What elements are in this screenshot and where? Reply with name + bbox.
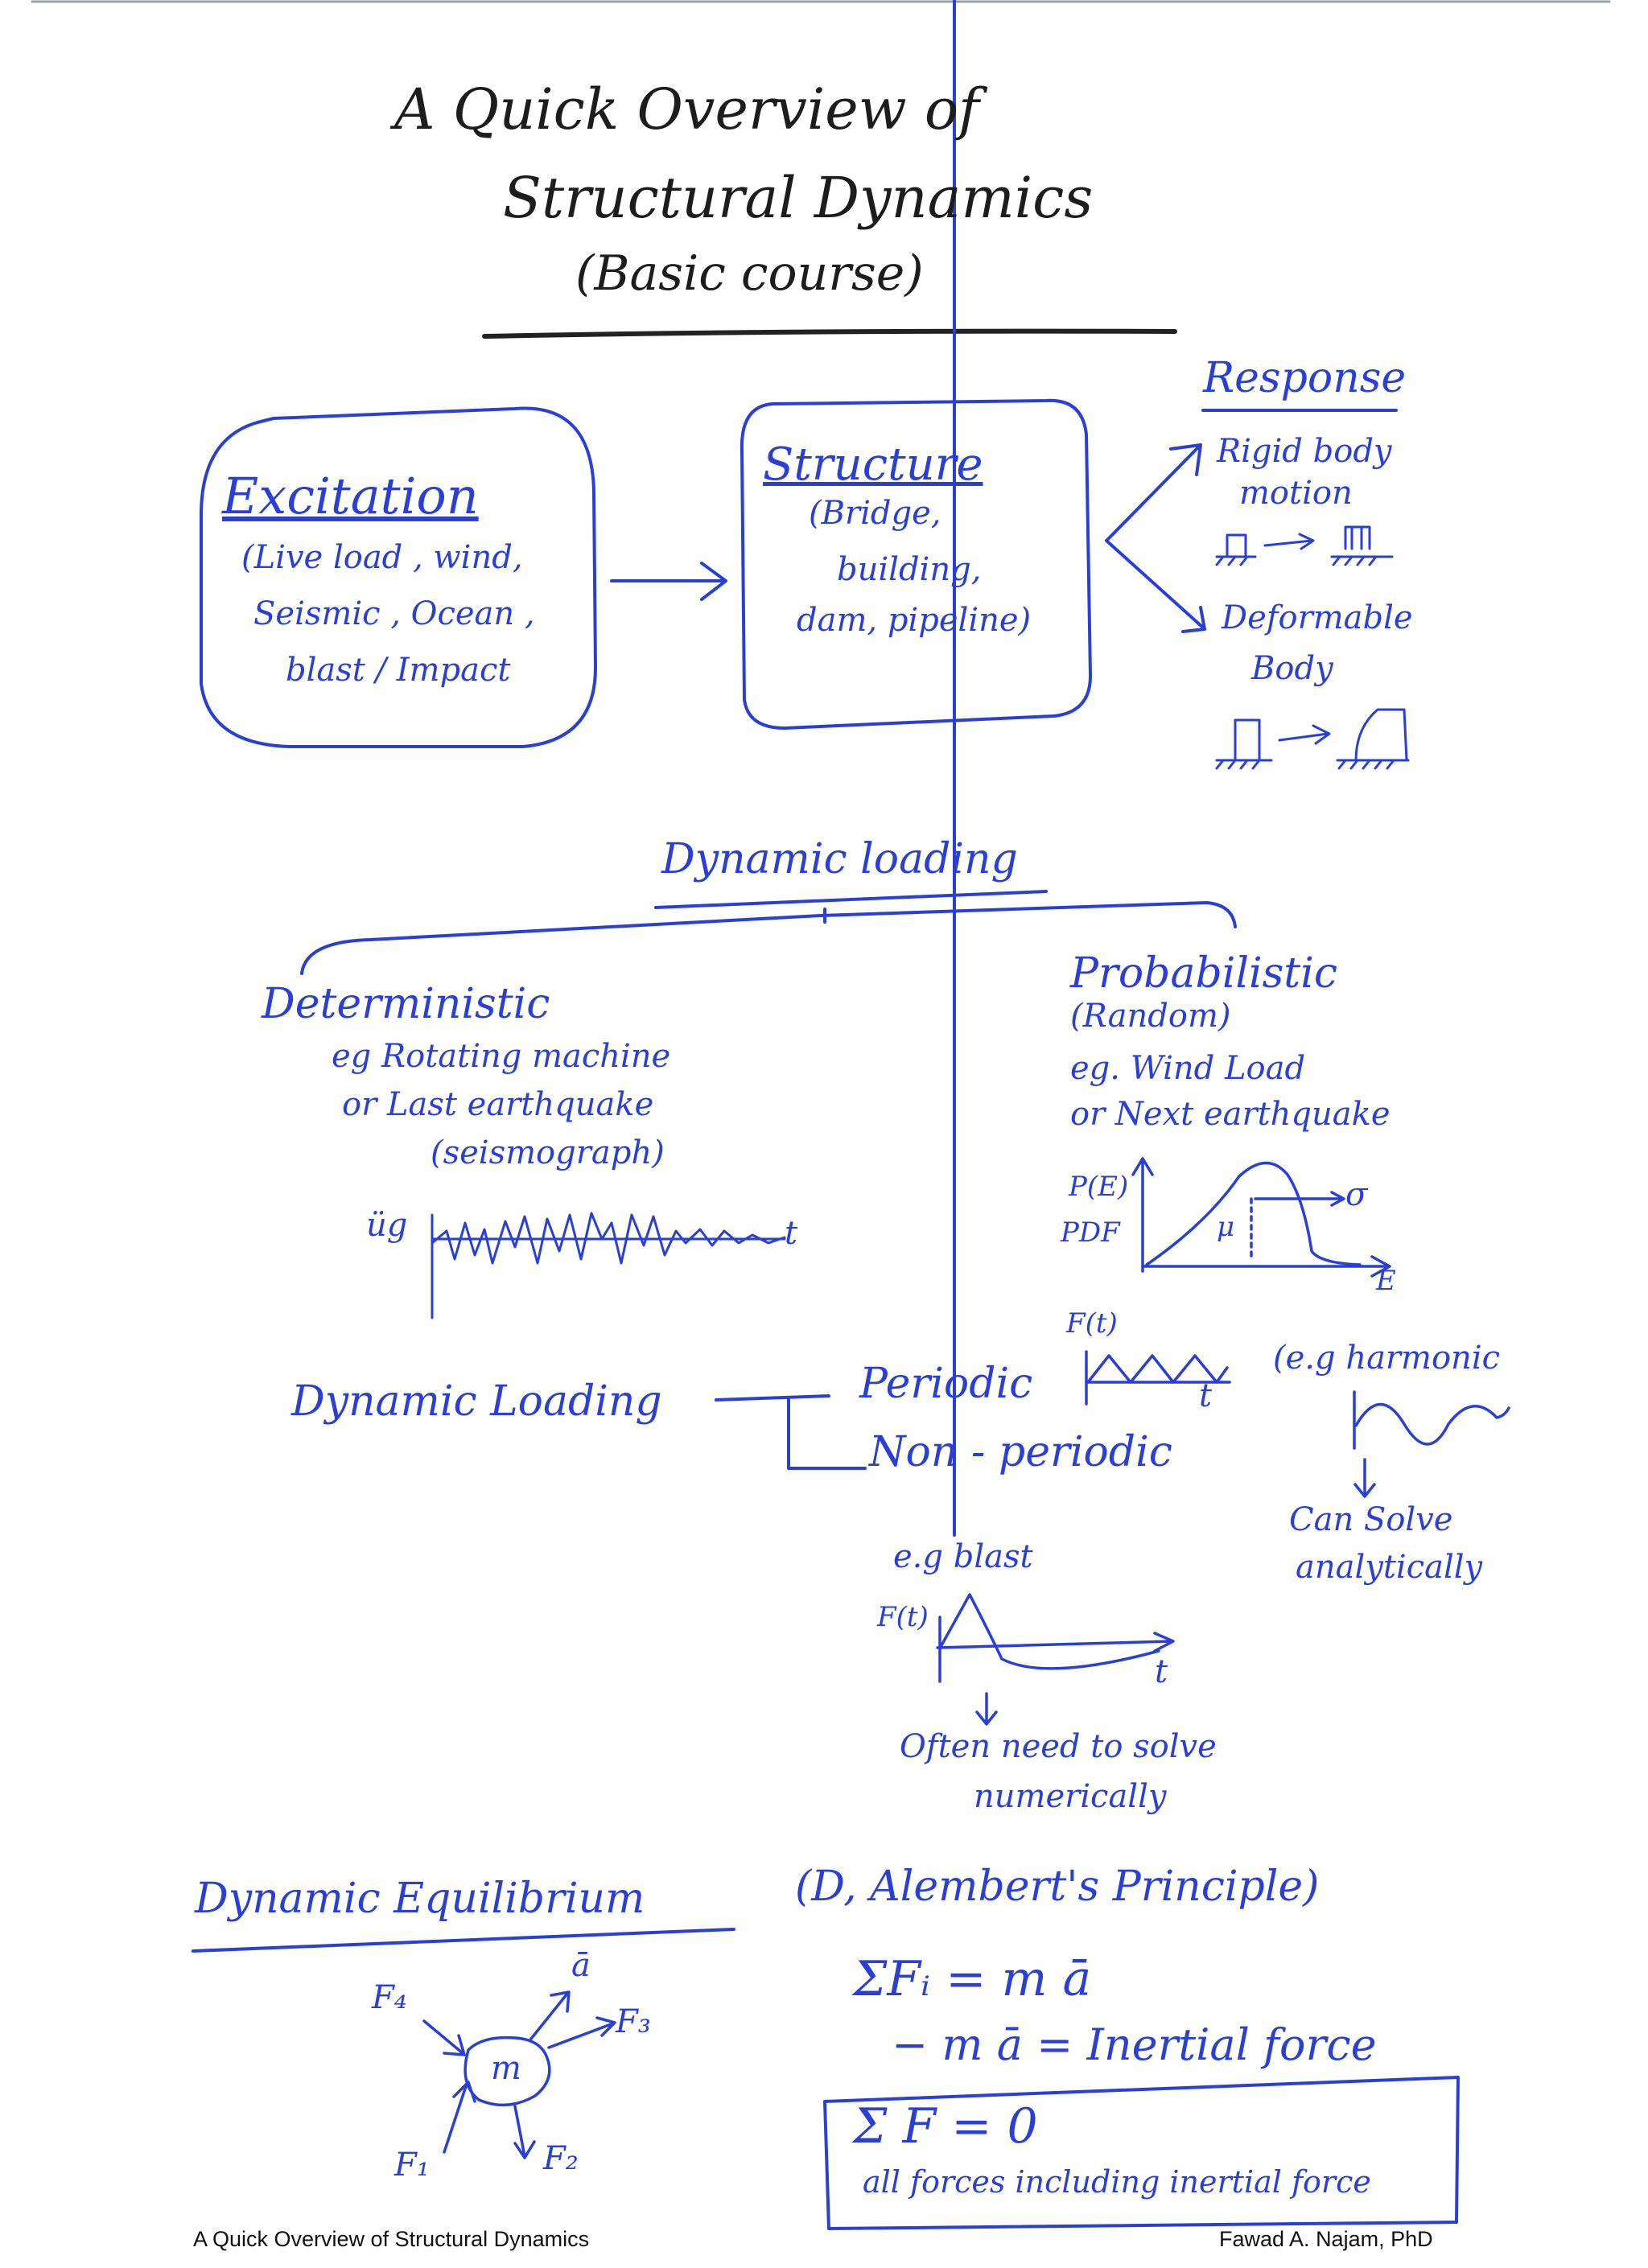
force-f1-label: F₁	[394, 2147, 430, 2184]
seismograph-x-label: t	[785, 1215, 798, 1252]
rigid-line-2: motion	[1239, 475, 1353, 512]
probabilistic-line-1: (Random)	[1070, 998, 1231, 1035]
non-periodic-label: Non - periodic	[869, 1428, 1172, 1476]
can-solve-line-1: Can Solve	[1289, 1501, 1453, 1538]
arrow-excitation-structure	[610, 562, 727, 601]
excitation-line-1: (Live load , wind,	[241, 539, 523, 576]
title-underline	[482, 328, 1177, 339]
probabilistic-heading: Probabilistic	[1070, 949, 1337, 998]
excitation-line-3: blast / Impact	[286, 652, 511, 689]
deterministic-heading: Deterministic	[262, 980, 550, 1028]
acceleration-label: ā	[571, 1947, 591, 1984]
excitation-heading: Excitation	[222, 467, 479, 525]
seismograph-graph	[431, 1212, 786, 1319]
deterministic-line-3: (seismograph)	[431, 1134, 665, 1171]
probabilistic-line-2: eg. Wind Load	[1070, 1050, 1306, 1087]
pdf-sigma-label: σ	[1345, 1176, 1368, 1213]
structure-line-3: dam, pipeline)	[797, 602, 1032, 639]
pdf-mu-label: μ	[1217, 1211, 1235, 1243]
numerical-line-1: Often need to solve	[900, 1728, 1217, 1765]
pdf-x-label: E	[1376, 1265, 1396, 1297]
footer-title: A Quick Overview of Structural Dynamics	[193, 2227, 590, 2251]
pdf-y-label-2: PDF	[1061, 1216, 1120, 1249]
probabilistic-line-3: or Next earthquake	[1070, 1096, 1390, 1133]
blast-graph-x-label: t	[1155, 1653, 1168, 1690]
blast-graph-y-label: F(t)	[877, 1601, 929, 1633]
arrow-deformable-response	[1105, 539, 1206, 633]
loading-brace	[300, 901, 1237, 975]
excitation-box	[200, 406, 597, 748]
periodic-graph	[1085, 1350, 1231, 1406]
periodic-graph-x-label: t	[1199, 1377, 1213, 1414]
periodic-label: Periodic	[859, 1360, 1033, 1408]
loading-underline	[654, 890, 1048, 909]
rigid-body-sketch	[1215, 525, 1394, 566]
seismograph-y-label: üg	[366, 1207, 408, 1244]
equation-note: all forces including inertial force	[863, 2164, 1371, 2200]
dynamic-loading-label: Dynamic Loading	[291, 1377, 662, 1426]
equation-sum-forces: ΣFᵢ = m ā	[853, 1951, 1092, 2007]
blast-label: e.g blast	[893, 1538, 1033, 1575]
mass-label: m	[491, 2050, 521, 2087]
title-line-3: (Basic course)	[575, 245, 924, 302]
title-line-1: A Quick Overview of	[394, 76, 979, 142]
equilibrium-underline	[192, 1928, 735, 1953]
harmonic-label: (e.g harmonic	[1273, 1340, 1501, 1377]
structure-line-1: (Bridge,	[809, 495, 941, 532]
numerical-line-2: numerically	[974, 1778, 1167, 1815]
force-f2-label: F₂	[543, 2140, 579, 2177]
can-solve-line-2: analytically	[1296, 1549, 1483, 1586]
footer-author: Fawad A. Najam, PhD	[1219, 2227, 1433, 2251]
equation-equilibrium: Σ F = 0	[853, 2098, 1038, 2155]
deformable-line-1: Deformable	[1222, 599, 1413, 636]
equilibrium-heading: Dynamic Equilibrium	[195, 1875, 645, 1923]
loading-heading: Dynamic loading	[661, 835, 1018, 883]
equation-inertial-force: − m ā = Inertial force	[892, 2019, 1377, 2070]
force-diagram	[422, 1990, 616, 2159]
arrow-rigid-response	[1105, 443, 1202, 542]
periodic-graph-y-label: F(t)	[1066, 1307, 1118, 1340]
periodic-tree-lines	[715, 1394, 867, 1470]
force-f3-label: F₃	[616, 2003, 651, 2040]
deterministic-line-1: eg Rotating machine	[332, 1038, 671, 1075]
harmonic-graph	[1353, 1390, 1510, 1498]
deterministic-line-2: or Last earthquake	[342, 1086, 654, 1123]
deformable-body-sketch	[1215, 708, 1410, 770]
structure-box	[740, 398, 1092, 730]
structure-line-2: building,	[837, 551, 982, 588]
pdf-graph	[1131, 1157, 1391, 1278]
response-heading: Response	[1203, 354, 1407, 402]
title-line-2: Structural Dynamics	[503, 165, 1094, 231]
blast-graph	[936, 1593, 1175, 1726]
force-f4-label: F₄	[372, 1979, 407, 2016]
deformable-line-2: Body	[1251, 650, 1333, 687]
equilibrium-result-box	[823, 2076, 1460, 2230]
dalembert-principle: (D, Alembert's Principle)	[795, 1863, 1320, 1911]
excitation-line-2: Seismic , Ocean ,	[253, 595, 535, 632]
pdf-y-label-1: P(E)	[1069, 1171, 1129, 1203]
rigid-line-1: Rigid body	[1217, 433, 1392, 470]
structure-heading: Structure	[763, 438, 983, 491]
